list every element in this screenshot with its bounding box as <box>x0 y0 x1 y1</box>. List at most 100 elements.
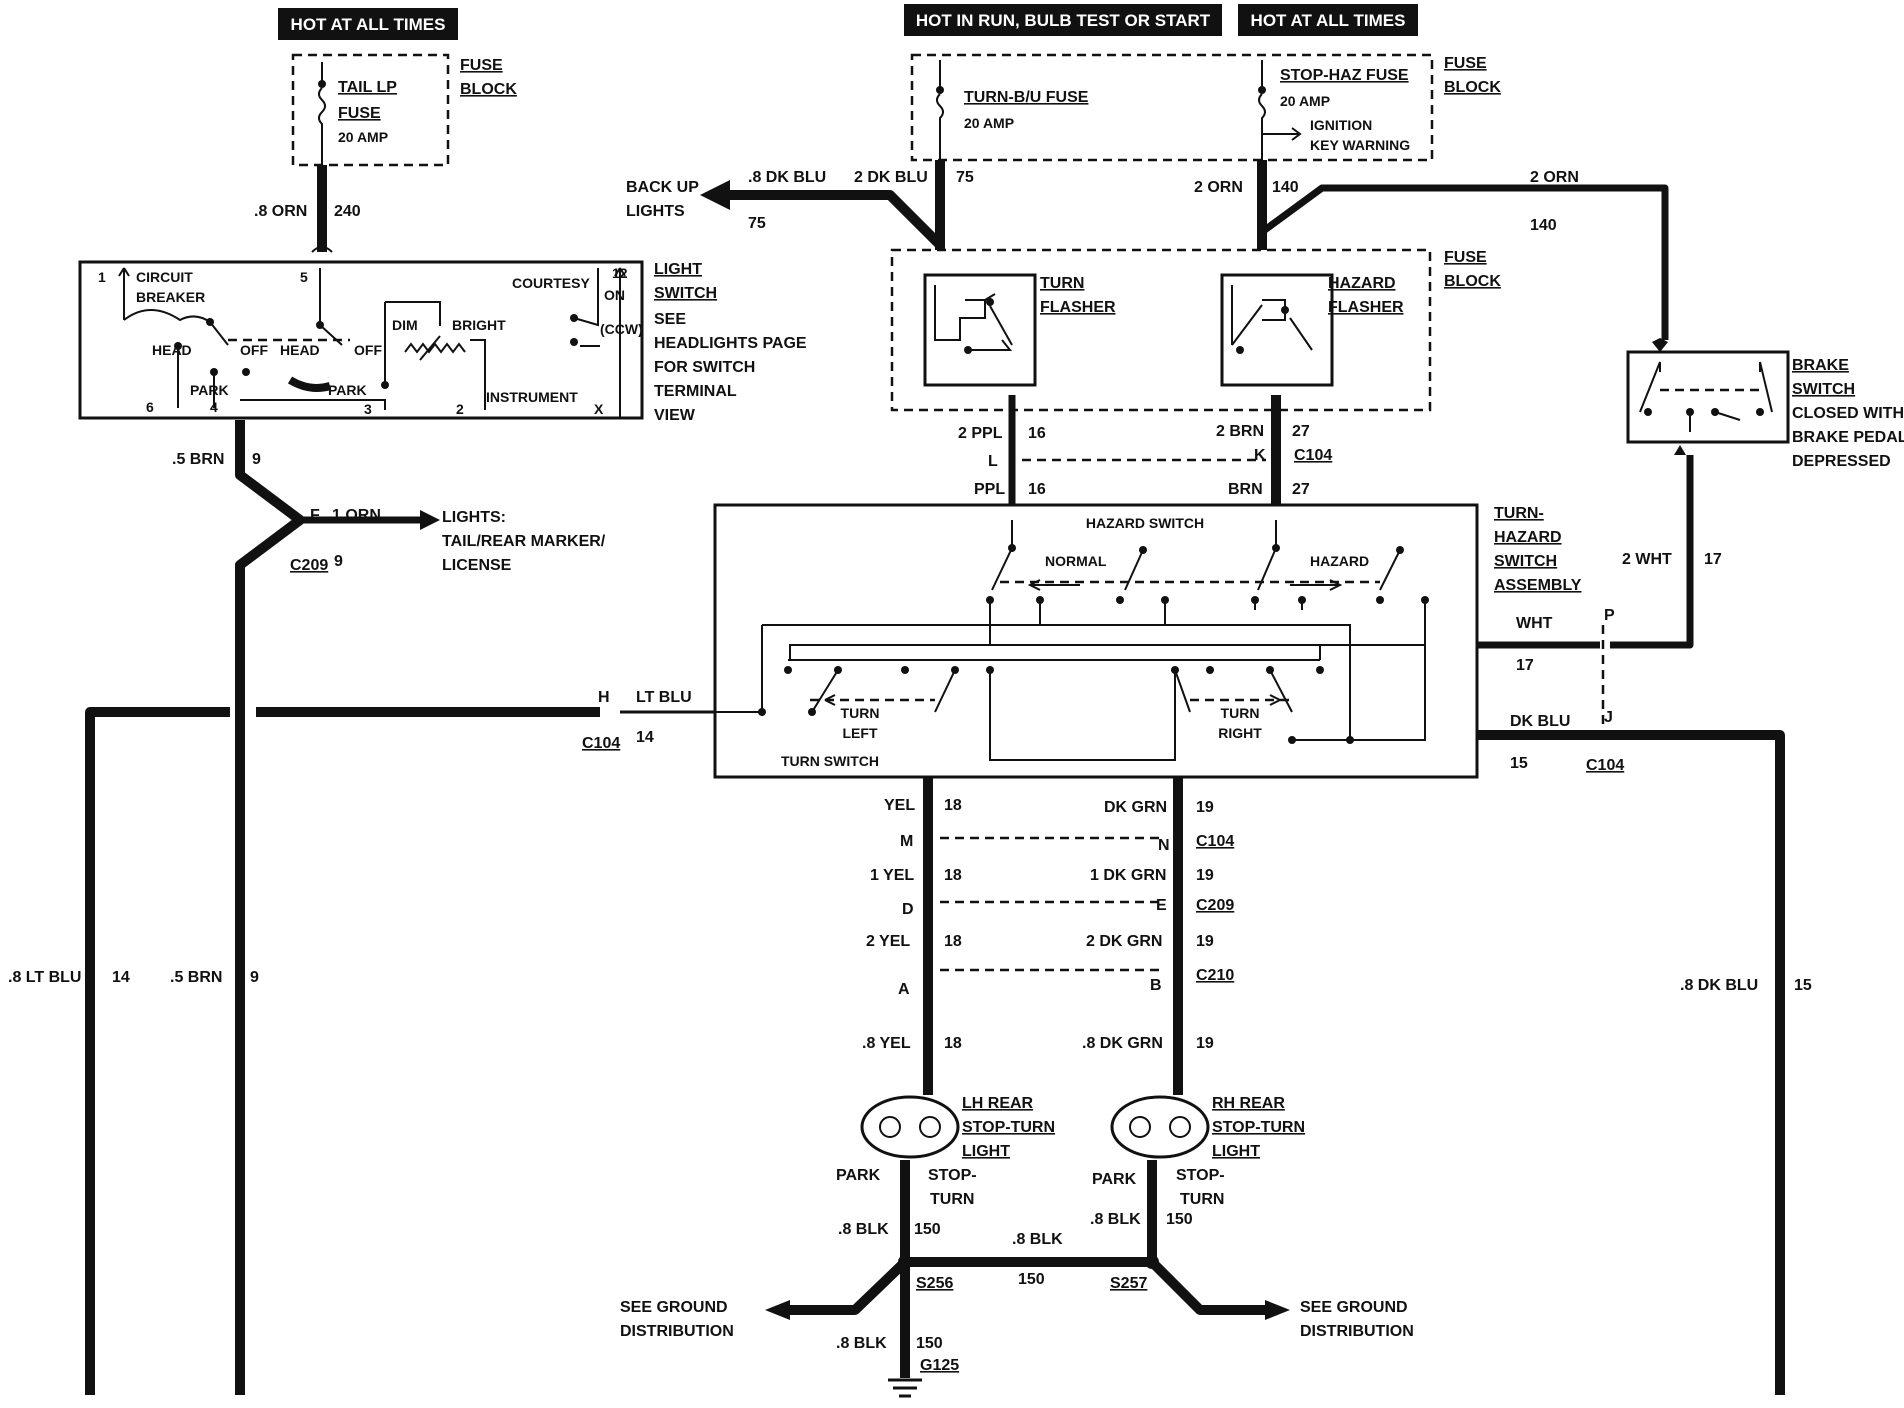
label-lamps-rh-2: STOP-TURN <box>1212 1119 1305 1136</box>
label-turn-hazard-turn-left-2: LEFT <box>843 725 878 741</box>
connector-icon <box>1652 338 1686 455</box>
label-light-switch-park1: PARK <box>190 382 229 398</box>
label-wires-n17a: 17 <box>1704 551 1722 568</box>
brake-switch: BRAKE SWITCH CLOSED WITH BRAKE PEDAL DEP… <box>1626 338 1904 470</box>
wire-labels: .8 ORN 240 .5 BRN 9 F 1 ORN C209 9 LIGHT… <box>8 169 1812 1052</box>
turn-flasher <box>923 273 1037 387</box>
label-light-switch-park2: PARK <box>328 382 367 398</box>
label-wires-n18c: 18 <box>944 933 962 950</box>
label-turn-hazard-turn-left-1: TURN <box>841 705 880 721</box>
label-light-switch-off2: OFF <box>354 342 382 358</box>
label-brake-switch-line2: SWITCH <box>1792 381 1855 398</box>
label-wires-lights-2: TAIL/REAR MARKER/ <box>442 533 606 550</box>
header-hot-left: HOT AT ALL TIMES <box>278 8 458 40</box>
fuse-block-left: TAIL LP FUSE 20 AMP FUSE BLOCK <box>291 53 517 167</box>
label-light-switch-head1: HEAD <box>152 342 192 358</box>
label-wires-n16a: 16 <box>1028 425 1046 442</box>
label-ground-s256: S256 <box>916 1275 953 1292</box>
label-wires-dkblu: DK BLU <box>1510 713 1570 730</box>
label-light-switch-courtesy: COURTESY <box>512 275 590 291</box>
label-ground-see-r2: DISTRIBUTION <box>1300 1323 1414 1340</box>
label-wires-c104-right: C104 <box>1586 757 1624 774</box>
label-light-switch-t2: 2 <box>456 401 464 417</box>
label-wires-ltblu-08: .8 LT BLU <box>8 969 81 986</box>
label-wires-lights-3: LICENSE <box>442 557 512 574</box>
label-light-switch-tx: X <box>594 401 604 417</box>
rheostat-icon <box>404 342 466 354</box>
label-wires-n14b: 14 <box>112 969 130 986</box>
label-wires-c-e: E <box>1156 897 1167 914</box>
label-wires-lights-1: LIGHTS: <box>442 509 506 526</box>
label-wires-n75a: 75 <box>748 215 766 232</box>
label-light-switch-note-line3: FOR SWITCH <box>654 359 755 376</box>
label-fuse-block-left-fuse-line1: TAIL LP <box>338 79 397 96</box>
label-wires-c104-mid: C104 <box>1196 833 1234 850</box>
flasher-element-icon-2 <box>1231 285 1286 346</box>
label-wires-n240: 240 <box>334 203 361 220</box>
label-brake-switch-line1: BRAKE <box>1792 357 1849 374</box>
label-fuse-block-flashers-hazard-line2: FLASHER <box>1328 299 1404 316</box>
label-ground-see-l1: SEE GROUND <box>620 1299 728 1316</box>
label-wires-brn: BRN <box>1228 481 1263 498</box>
label-brake-switch-line3: CLOSED WITH <box>1792 405 1904 422</box>
label-light-switch-on: ON <box>604 287 625 303</box>
label-fuse-block-top-stop-fuse: STOP-HAZ FUSE <box>1280 67 1409 84</box>
label-fuse-block-top-turn-rating: 20 AMP <box>964 115 1014 131</box>
label-wires-brn-2: 2 BRN <box>1216 423 1264 440</box>
label-wires-c-j: J <box>1604 709 1613 726</box>
label-lamps-stop-l2: TURN <box>930 1191 974 1208</box>
label-wires-c104-top: C104 <box>1294 447 1332 464</box>
label-wires-c209: C209 <box>290 557 328 574</box>
label-wires-dkgrn-08: .8 DK GRN <box>1082 1035 1163 1052</box>
lh-rear-stop-turn-light: LH REAR STOP-TURN LIGHT PARK STOP- TURN <box>836 1095 1055 1208</box>
label-wires-wht: WHT <box>1516 615 1553 632</box>
label-wires-c209-9: 9 <box>334 553 343 570</box>
label-wires-orn-2a: 2 ORN <box>1194 179 1243 196</box>
label-light-switch-t5: 5 <box>300 269 308 285</box>
label-fuse-block-flashers-hazard-line1: HAZARD <box>1328 275 1396 292</box>
label-fuse-block-top-turn-fuse: TURN-B/U FUSE <box>964 89 1089 106</box>
label-wires-backup-1: BACK UP <box>626 179 699 196</box>
label-ground-n150a: 150 <box>914 1221 941 1238</box>
label-wires-n27a: 27 <box>1292 423 1310 440</box>
label-brake-switch-line5: DEPRESSED <box>1792 453 1891 470</box>
label-turn-hazard-title-line1: TURN- <box>1494 505 1544 522</box>
label-brake-switch-line4: BRAKE PEDAL <box>1792 429 1904 446</box>
label-wires-c-d: D <box>902 901 914 918</box>
label-wires-c210: C210 <box>1196 967 1234 984</box>
label-wires-n19c: 19 <box>1196 933 1214 950</box>
label-lamps-lh-3: LIGHT <box>962 1143 1010 1160</box>
label-wires-yel: YEL <box>884 797 915 814</box>
label-light-switch-note-line2: HEADLIGHTS PAGE <box>654 335 807 352</box>
label-wires-n18a: 18 <box>944 797 962 814</box>
label-wires-c-n: N <box>1158 837 1170 854</box>
arrow-left-icon <box>1027 579 1080 591</box>
label-wires-c-l: L <box>988 453 998 470</box>
label-wires-orn-2b: 2 ORN <box>1530 169 1579 186</box>
label-light-switch-note-line4: TERMINAL <box>654 383 737 400</box>
label-fuse-block-left-rating: 20 AMP <box>338 129 388 145</box>
fuse-block-flashers: TURN FLASHER HAZARD FLASHER FUSE BLOCK <box>890 248 1501 412</box>
label-lamps-stop-l1: STOP- <box>928 1167 977 1184</box>
label-headers-hot-left: HOT AT ALL TIMES <box>291 15 446 34</box>
header-hot-run: HOT IN RUN, BULB TEST OR START <box>904 4 1222 36</box>
arrow-right-icon <box>1262 127 1302 141</box>
label-wires-n17b: 17 <box>1516 657 1534 674</box>
ground-labels: .8 BLK 150 .8 BLK 150 .8 BLK 150 S256 S2… <box>620 1211 1414 1374</box>
label-wires-c-k: K <box>1254 447 1266 464</box>
label-light-switch-note-line1: SEE <box>654 311 686 328</box>
label-wires-c-h: H <box>598 689 610 706</box>
label-fuse-block-flashers-label-line2: BLOCK <box>1444 273 1501 290</box>
label-turn-hazard-title-line3: SWITCH <box>1494 553 1557 570</box>
connector-icon-1 <box>311 246 333 253</box>
label-lamps-park-r: PARK <box>1092 1171 1137 1188</box>
label-wires-c209-mid: C209 <box>1196 897 1234 914</box>
label-light-switch-off1: OFF <box>240 342 268 358</box>
label-turn-hazard-turn-right-2: RIGHT <box>1218 725 1262 741</box>
label-wires-orn-08: .8 ORN <box>254 203 307 220</box>
label-light-switch-instrument: INSTRUMENT <box>486 389 578 405</box>
label-lamps-lh-1: LH REAR <box>962 1095 1034 1112</box>
label-wires-n27b: 27 <box>1292 481 1310 498</box>
label-wires-ppl-2: 2 PPL <box>958 425 1003 442</box>
